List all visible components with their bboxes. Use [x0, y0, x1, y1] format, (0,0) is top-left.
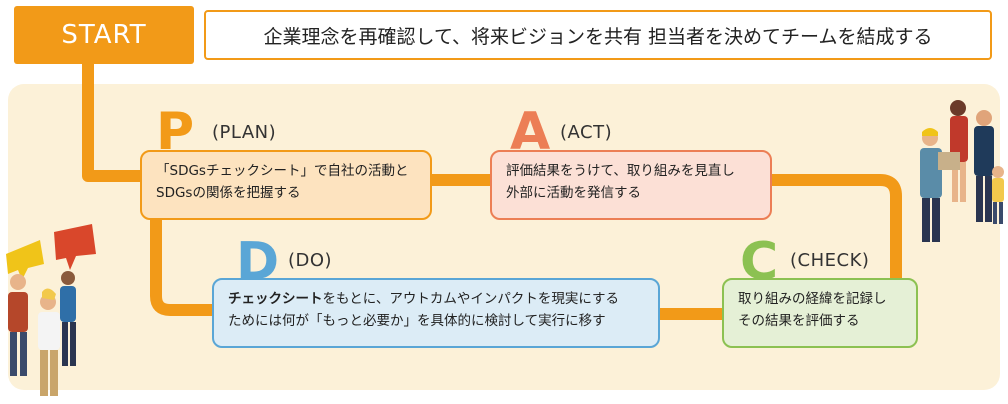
plan-sub: (PLAN)	[212, 122, 277, 143]
do-box: チェックシートをもとに、アウトカムやインパクトを現実にする ためには何が「もっと…	[212, 278, 660, 348]
act-line-2: 外部に活動を発信する	[506, 185, 641, 201]
plan-letter: P	[156, 102, 195, 162]
do-bold-term: チェックシート	[228, 291, 323, 307]
do-line-1: チェックシートをもとに、アウトカムやインパクトを現実にする	[228, 288, 646, 310]
start-description: 企業理念を再確認して、将来ビジョンを共有 担当者を決めてチームを結成する	[204, 10, 992, 60]
do-sub: (DO)	[288, 250, 333, 271]
check-line-1: 取り組みの経緯を記録し	[738, 291, 887, 307]
act-box: 評価結果をうけて、取り組みを見直し 外部に活動を発信する	[490, 150, 772, 220]
people-discussion-illustration	[6, 224, 96, 396]
plan-line-2: SDGsの関係を把握する	[156, 185, 301, 201]
check-box: 取り組みの経緯を記録し その結果を評価する	[722, 278, 918, 348]
act-letter: A	[510, 102, 551, 162]
act-sub: (ACT)	[560, 122, 613, 143]
plan-box: 「SDGsチェックシート」で自社の活動と SDGsの関係を把握する	[140, 150, 432, 220]
start-label: START	[14, 6, 194, 64]
check-sub: (CHECK)	[790, 250, 870, 271]
do-line-1-rest: をもとに、アウトカムやインパクトを現実にする	[322, 291, 619, 307]
family-group-illustration	[920, 100, 1004, 242]
do-line-2: ためには何が「もっと必要か」を具体的に検討して実行に移す	[228, 313, 606, 329]
act-line-1: 評価結果をうけて、取り組みを見直し	[506, 163, 735, 179]
check-line-2: その結果を評価する	[738, 313, 860, 329]
plan-line-1: 「SDGsチェックシート」で自社の活動と	[156, 163, 409, 179]
